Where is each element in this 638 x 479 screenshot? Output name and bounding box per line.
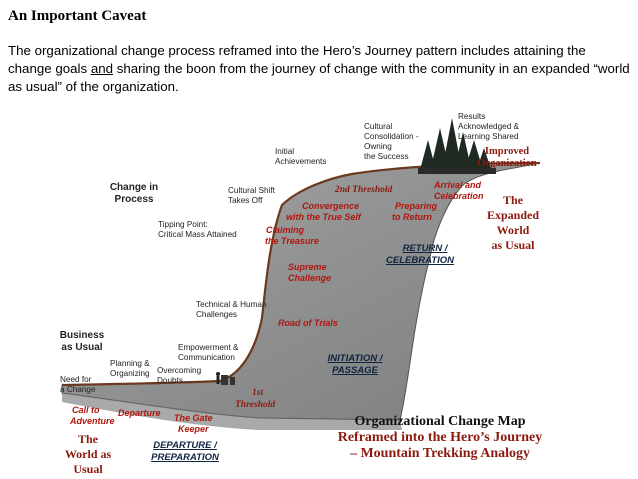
- label-results: Results: [458, 112, 486, 121]
- label-challenge: Challenge: [288, 273, 332, 283]
- map-title-line2: Reframed into the Hero’s Journey: [337, 430, 543, 445]
- label-the-left: The: [77, 432, 98, 446]
- stage-celebration: CELEBRATION: [386, 255, 454, 266]
- label-first-threshold: Threshold: [235, 400, 276, 410]
- label-acknowledged: Acknowledged &: [458, 122, 519, 131]
- label-world-as-left: World as: [64, 447, 112, 461]
- label-to-return: to Return: [392, 212, 432, 222]
- label-cultural: Cultural: [364, 122, 393, 131]
- label-communication: Communication: [178, 353, 235, 362]
- label-owning: Owning: [364, 142, 392, 151]
- label-organization: Organization: [477, 158, 537, 169]
- label-technical-human: Technical & Human: [196, 300, 267, 309]
- intro-part1: The organizational change process refram…: [8, 43, 586, 76]
- label-call-to: Call to: [72, 405, 100, 415]
- stage-initiation: INITIATION /: [327, 353, 383, 364]
- label-improved: Improved: [484, 146, 530, 157]
- label-overcoming: Overcoming: [157, 366, 202, 375]
- label-organizing: Organizing: [110, 369, 150, 378]
- label-tipping-point: Tipping Point:: [158, 220, 208, 229]
- intro-paragraph: The organizational change process refram…: [8, 42, 633, 96]
- label-consolidation: Consolidation -: [364, 132, 419, 141]
- label-cultural-shift: Cultural Shift: [228, 186, 275, 195]
- stage-preparation: PREPARATION: [151, 452, 219, 463]
- label-world-right: World: [496, 223, 530, 237]
- label-initial: Initial: [275, 147, 295, 156]
- label-doubts: Doubts: [157, 376, 183, 385]
- label-challenges: Challenges: [196, 310, 237, 319]
- label-the-treasure: the Treasure: [265, 236, 319, 246]
- label-the-right: The: [502, 193, 523, 207]
- map-title-line1: Organizational Change Map: [354, 414, 526, 429]
- pine-trees-icon: [418, 118, 496, 174]
- label-usual-left: Usual: [73, 462, 103, 476]
- label-achievements: Achievements: [275, 157, 327, 166]
- label-keeper: Keeper: [178, 424, 209, 434]
- intro-part2: sharing the boon from the journey of cha…: [8, 61, 630, 94]
- intro-underlined: and: [90, 61, 113, 76]
- stage-passage: PASSAGE: [332, 365, 378, 376]
- label-claiming: Claiming: [266, 225, 305, 235]
- label-as-usual: as Usual: [61, 342, 103, 353]
- label-road-of-trials: Road of Trials: [278, 318, 338, 328]
- label-planning: Planning &: [110, 359, 150, 368]
- slide-title: An Important Caveat: [8, 8, 147, 24]
- label-adventure: Adventure: [70, 416, 115, 426]
- label-as-usual-right: as Usual: [491, 238, 535, 252]
- label-second-threshold: 2nd Threshold: [335, 185, 393, 195]
- label-the-success: the Success: [364, 152, 409, 161]
- label-with-true-self: with the True Self: [286, 212, 361, 222]
- label-arrival-and: Arrival and: [434, 180, 482, 190]
- label-a-change: a Change: [60, 385, 96, 394]
- stage-return: RETURN /: [402, 243, 448, 254]
- label-preparing: Preparing: [395, 201, 438, 211]
- label-the-gate: The Gate: [174, 413, 213, 423]
- mountain-base: [62, 393, 402, 430]
- stage-departure: DEPARTURE /: [153, 440, 217, 451]
- label-first-num: 1st: [252, 388, 264, 398]
- label-learning-shared: Learning Shared: [458, 132, 519, 141]
- label-empowerment: Empowerment &: [178, 343, 239, 352]
- label-business: Business: [59, 330, 105, 341]
- label-takes-off: Takes Off: [228, 196, 263, 205]
- hiker-icon: [216, 372, 220, 384]
- label-celebration: Celebration: [434, 191, 484, 201]
- map-title-line3: – Mountain Trekking Analogy: [349, 446, 531, 461]
- label-expanded: Expanded: [486, 208, 540, 222]
- label-supreme: Supreme: [288, 262, 327, 272]
- label-change-in: Change in: [109, 182, 159, 193]
- label-critical-mass: Critical Mass Attained: [158, 230, 237, 239]
- label-convergence: Convergence: [302, 201, 360, 211]
- gate-stones-icon: [221, 375, 235, 385]
- label-process: Process: [114, 194, 154, 205]
- label-departure: Departure: [118, 408, 161, 418]
- label-need-for: Need for: [60, 375, 92, 384]
